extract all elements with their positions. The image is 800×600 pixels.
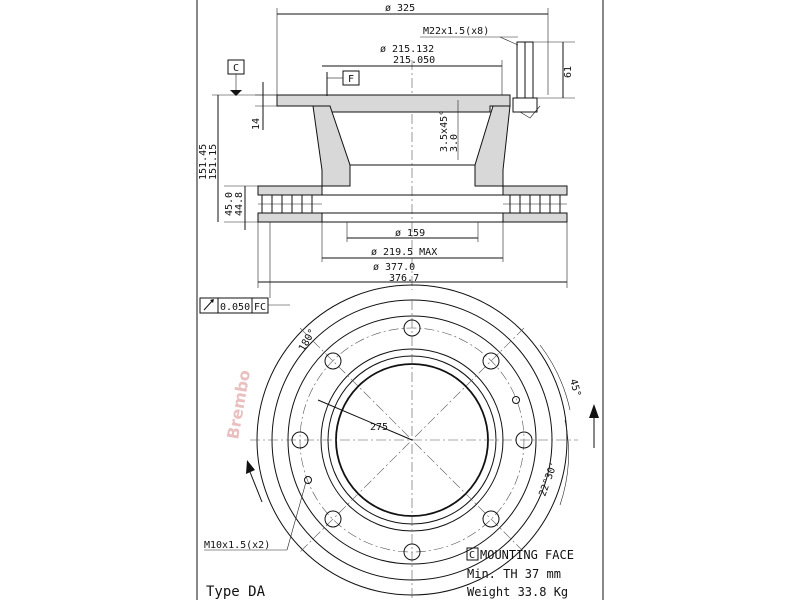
- stud-head: [512, 97, 538, 113]
- runout-arrow-icon: [203, 299, 214, 311]
- rotor-left-vanes: [258, 195, 322, 213]
- bolt-hole: [403, 319, 421, 337]
- tolerance-ref: FC: [254, 302, 266, 313]
- datum-c: C: [233, 63, 239, 74]
- type-label: Type DA: [206, 584, 266, 600]
- section-view: ø 325 M22x1.5(x8) ø 215.132 215.050 F C …: [198, 3, 575, 314]
- hub-wall-left: [312, 105, 351, 187]
- min-thickness-label: Min. TH 37 mm: [467, 567, 561, 581]
- rotor-right-top-plate: [502, 185, 568, 196]
- dim-chamfer-upper: 3.5x45°: [439, 110, 450, 152]
- runout-tolerance-frame: 0.050 FC: [199, 222, 290, 314]
- hub-flange: [276, 94, 511, 113]
- mounting-ref-box: [466, 547, 479, 561]
- angle-22: 22°30': [537, 460, 560, 498]
- notes-block: C MOUNTING FACE Min. TH 37 mm Weight 33.…: [206, 547, 574, 600]
- tapped-hole: [304, 476, 312, 484]
- dim-45-upper: 45.0: [224, 192, 235, 216]
- weight-label: Weight 33.8 Kg: [467, 585, 568, 599]
- datum-f: F: [348, 74, 354, 85]
- dim-thread-m22: M22x1.5(x8): [423, 26, 489, 37]
- dim-45-lower: 44.8: [234, 192, 245, 216]
- bolt-hole: [482, 352, 500, 370]
- datum-c-triangle: [230, 90, 242, 96]
- bolt-hole: [324, 352, 342, 370]
- bolt-hole: [515, 431, 533, 449]
- bolt-hole: [291, 431, 309, 449]
- arc-45: [539, 344, 571, 411]
- rotor-right-bottom-plate: [502, 212, 568, 223]
- angle-180: 180°: [297, 327, 319, 353]
- rotor-left-bottom-plate: [257, 212, 323, 223]
- dim-dia-159: ø 159: [395, 228, 425, 239]
- dim-14: 14: [251, 118, 262, 130]
- dim-151-upper: 151.45: [198, 144, 209, 180]
- rotor-left-top-plate: [257, 185, 323, 196]
- dim-61: 61: [563, 66, 574, 78]
- rotor-right-vanes: [503, 195, 567, 213]
- dim-chamfer-lower: 3.0: [449, 134, 460, 152]
- angle-45: 45°: [567, 378, 582, 398]
- radius-line-275: [317, 399, 413, 441]
- hub-wall-right: [474, 105, 511, 187]
- dim-dia-215-upper: ø 215.132: [380, 44, 434, 55]
- dim-151-lower: 151.15: [208, 144, 219, 180]
- bolt-hole: [324, 510, 342, 528]
- tolerance-value: 0.050: [220, 302, 250, 313]
- dim-275: 275: [370, 422, 388, 433]
- dim-dia-377-lower: 376.7: [389, 273, 419, 284]
- watermark-logo: Brembo: [223, 368, 254, 440]
- tapped-hole: [512, 396, 520, 404]
- dim-dia-325: ø 325: [385, 3, 415, 14]
- bolt-hole: [403, 543, 421, 561]
- bolt-hole: [482, 510, 500, 528]
- rotation-arrow-left: [249, 471, 263, 503]
- arc-22: [559, 419, 569, 506]
- dim-dia-215-lower: 215.050: [393, 55, 435, 66]
- mounting-face-label: MOUNTING FACE: [480, 548, 574, 562]
- dim-dia-377-upper: ø 377.0: [373, 262, 415, 273]
- dim-dia-219: ø 219.5 MAX: [371, 247, 437, 258]
- dim-thread-m10: M10x1.5(x2): [204, 540, 270, 551]
- mounting-ref: C: [469, 550, 475, 561]
